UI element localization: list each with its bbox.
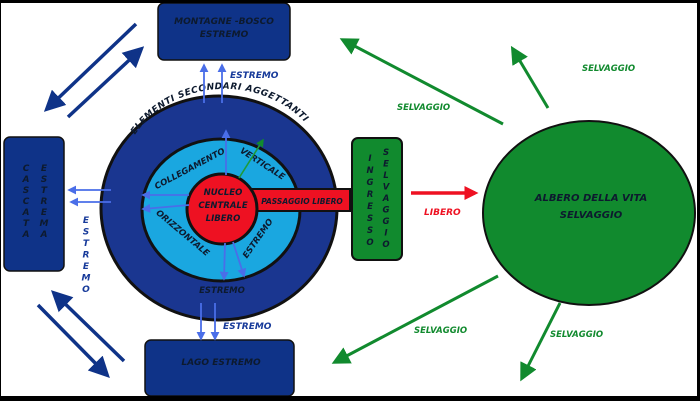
edge-label-selvaggio-top-right: SELVAGGIO — [582, 64, 635, 74]
top-box-label-line2: ESTREMO — [200, 30, 249, 40]
top-box-montagne-bosco[interactable] — [157, 3, 291, 61]
arrow-nucleus-left-2 — [141, 203, 190, 213]
nucleus-label-line2: CENTRALE — [198, 201, 247, 211]
vertical-letter: C — [23, 197, 30, 207]
nucleus-label-line1: NUCLEO — [204, 188, 243, 198]
vertical-letter: G — [367, 178, 374, 188]
vertical-letter: N — [366, 166, 373, 176]
vertical-letter: T — [23, 219, 30, 229]
vertical-letter: A — [40, 230, 48, 240]
edge-label-selvaggio-bottom-right: SELVAGGIO — [550, 330, 603, 340]
left-box-cascata[interactable] — [3, 136, 65, 272]
arrow-top-box-to-left-box — [43, 22, 138, 112]
vertical-letter: A — [22, 208, 30, 218]
vertical-letter: M — [40, 219, 49, 229]
vertical-letter: S — [41, 175, 47, 185]
vertical-letter: O — [366, 238, 373, 248]
arrow-tree-up — [510, 45, 550, 109]
edge-label-left-estremo: ESTREMO — [82, 216, 91, 295]
vertical-letter: I — [384, 229, 387, 239]
vertical-letter: E — [83, 216, 90, 226]
tree-of-life[interactable] — [482, 120, 696, 306]
vertical-letter: I — [368, 154, 371, 164]
bottom-box-label: LAGO ESTREMO — [181, 358, 261, 368]
arrow-tree-down — [520, 302, 562, 382]
green-box-col2: SELVAGGIO — [382, 148, 391, 250]
vertical-letter: R — [41, 197, 48, 207]
vertical-letter: L — [383, 171, 388, 181]
vertical-letter: A — [22, 230, 30, 240]
arrow-left-box-to-bottom-box — [36, 303, 110, 378]
vertical-letter: R — [83, 251, 90, 261]
vertical-letter: V — [383, 183, 391, 193]
arrow-nucleus-down-2 — [232, 241, 247, 278]
nucleus-label-line3: LIBERO — [206, 214, 241, 224]
vertical-letter: E — [41, 208, 48, 218]
vertical-letter: R — [367, 190, 374, 200]
green-box-ingresso[interactable] — [351, 137, 403, 261]
vertical-letter: O — [382, 240, 389, 250]
arrow-tree-to-top-box — [339, 38, 504, 126]
edge-label-selvaggio-top-left: SELVAGGIO — [397, 103, 450, 113]
vertical-letter: A — [382, 194, 390, 204]
vertical-letter: S — [367, 214, 373, 224]
vertical-letter: E — [41, 164, 48, 174]
vertical-letter: O — [82, 285, 90, 295]
top-box-label-line1: MONTAGNE -BOSCO — [174, 17, 274, 27]
edge-label-libero: LIBERO — [424, 208, 461, 218]
vertical-letter: E — [367, 202, 373, 212]
bottom-box-lago[interactable] — [144, 339, 295, 396]
vertical-letter: T — [41, 186, 48, 196]
edge-label-selvaggio-bottom-left: SELVAGGIO — [414, 326, 467, 336]
arrow-left-box-to-top-box — [66, 46, 145, 119]
vertical-letter: E — [383, 160, 389, 170]
outer-ring-bottom-label: ESTREMO — [199, 286, 245, 296]
vertical-letter: S — [23, 186, 29, 196]
vertical-letter: A — [22, 175, 30, 185]
edge-label-bottom-estremo: ESTREMO — [223, 322, 272, 332]
passage-bar-label: PASSAGGIO LIBERO — [261, 197, 343, 206]
vertical-letter: C — [23, 164, 30, 174]
arrow-bottom-box-to-left-box — [50, 290, 126, 363]
vertical-letter: T — [83, 239, 90, 249]
central-nucleus[interactable] — [185, 172, 259, 246]
vertical-letter: S — [367, 226, 373, 236]
tree-label-line1: ALBERO DELLA VITA — [534, 193, 648, 204]
vertical-letter: G — [383, 217, 390, 227]
tree-label-line2: SELVAGGIO — [560, 210, 623, 221]
arrow-tree-to-bottom-box — [331, 274, 499, 364]
vertical-letter: S — [383, 148, 389, 158]
vertical-letter: S — [83, 228, 89, 238]
arrow-nucleus-down-1 — [219, 242, 229, 281]
arrow-nucleus-vertical-green — [238, 138, 264, 179]
vertical-letter: M — [82, 274, 91, 284]
edge-label-top-estremo: ESTREMO — [230, 71, 279, 81]
vertical-letter: G — [383, 206, 390, 216]
vertical-letter: E — [83, 262, 90, 272]
